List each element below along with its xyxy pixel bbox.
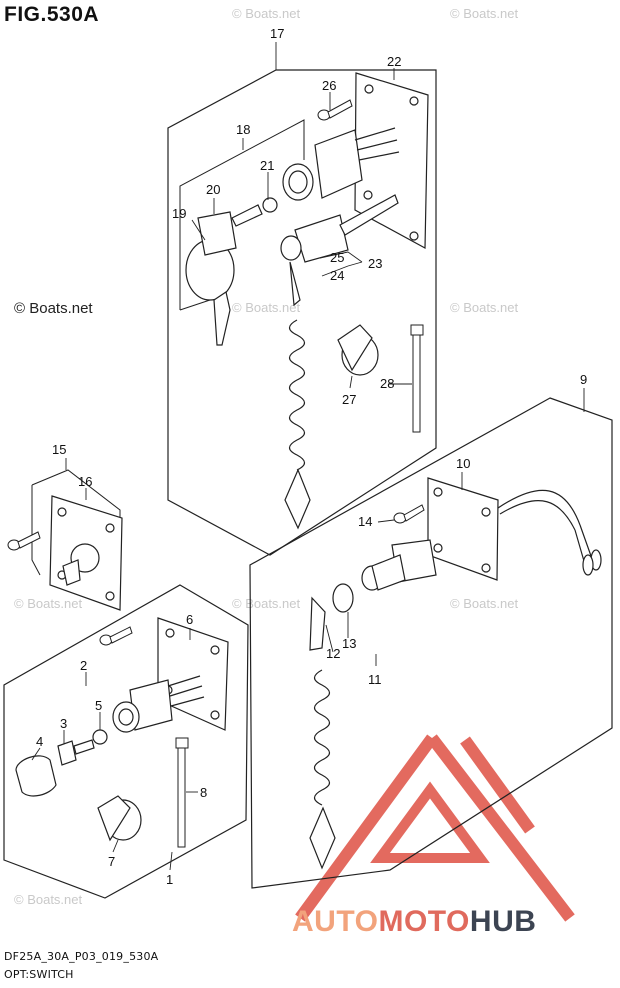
callout-26: 26 [322,78,336,93]
footer-code: DF25A_30A_P03_019_530A [4,950,159,963]
callout-20: 20 [206,182,220,197]
callout-21: 21 [260,158,274,173]
callout-13: 13 [342,636,356,651]
logo-wordmark: AUTOMOTOHUB [292,905,536,939]
cap-27 [337,324,379,376]
watermark-main: © Boats.net [14,300,93,317]
lanyard-coil [284,319,311,530]
figure-title: FIG.530A [4,3,100,26]
callout-10: 10 [456,456,470,471]
callout-18: 18 [236,122,250,137]
callout-12: 12 [326,646,340,661]
logo-hub: HUB [469,905,537,938]
callout-11: 11 [368,672,382,687]
lanyard-coil-11 [309,669,336,870]
watermark: © Boats.net [232,596,301,611]
callout-15: 15 [52,442,66,457]
leader-lines [31,42,585,871]
stop-switch-11 [309,539,437,651]
callout-4: 4 [36,734,43,749]
callout-6: 6 [186,612,193,627]
callout-17: 17 [270,26,284,41]
watermark: © Boats.net [14,892,83,907]
callout-27: 27 [342,392,356,407]
screw-26 [317,99,353,121]
callout-28: 28 [380,376,394,391]
watermark: © Boats.net [232,300,301,315]
panel-17 [167,69,437,556]
logo-triangle [295,734,575,922]
cap-7 [97,795,142,842]
key-19 [185,204,263,346]
stop-switch-23 [280,194,399,307]
callout-8: 8 [200,785,207,800]
screw-14-left [7,531,41,551]
watermark: © Boats.net [450,596,519,611]
panel-9 [249,397,613,889]
callout-2: 2 [80,658,87,673]
watermark: © Boats.net [450,300,519,315]
logo-auto: AUTO [292,905,379,938]
callout-3: 3 [60,716,67,731]
callout-7: 7 [108,854,115,869]
callout-24: 24 [330,268,344,283]
callout-5: 5 [95,698,102,713]
key-cover-4 [15,755,57,797]
callout-1: 1 [166,872,173,887]
subassembly-18-box [179,119,305,311]
watermark: © Boats.net [232,6,301,21]
callout-9: 9 [580,372,587,387]
footer-caption: OPT:SWITCH [4,968,74,981]
callout-19: 19 [172,206,186,221]
tie-28 [410,324,424,433]
watermark: © Boats.net [14,596,83,611]
mounting-plate-16 [49,495,123,611]
tie-8 [175,737,189,848]
callout-16: 16 [78,474,92,489]
key-3 [57,739,95,766]
main-switch-18 [262,127,400,213]
callout-14: 14 [358,514,372,529]
callout-25: 25 [330,250,344,265]
callout-22: 22 [387,54,401,69]
logo-moto: MOTO [378,905,470,938]
panel-1 [3,584,249,899]
main-switch-2 [92,675,205,745]
callout-23: 23 [368,256,382,271]
screw-6 [99,626,133,646]
callout-labels: 17 22 26 18 21 20 19 25 23 24 27 28 9 10… [36,26,587,887]
screw-14 [393,504,425,524]
mounting-plate-10 [427,477,602,581]
watermark: © Boats.net [450,6,519,21]
